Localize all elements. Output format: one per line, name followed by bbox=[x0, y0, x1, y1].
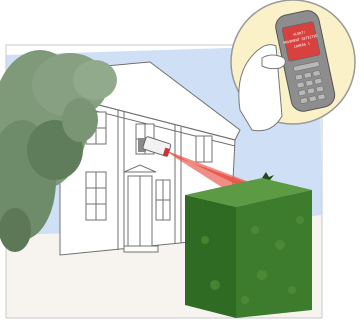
thumb bbox=[262, 55, 285, 69]
hedge-left-face bbox=[185, 195, 236, 318]
phone-zoom-callout: ALERT! MOVEMENT DETECTED CAMERA 1 bbox=[231, 0, 355, 131]
hedge-cube bbox=[185, 172, 312, 318]
